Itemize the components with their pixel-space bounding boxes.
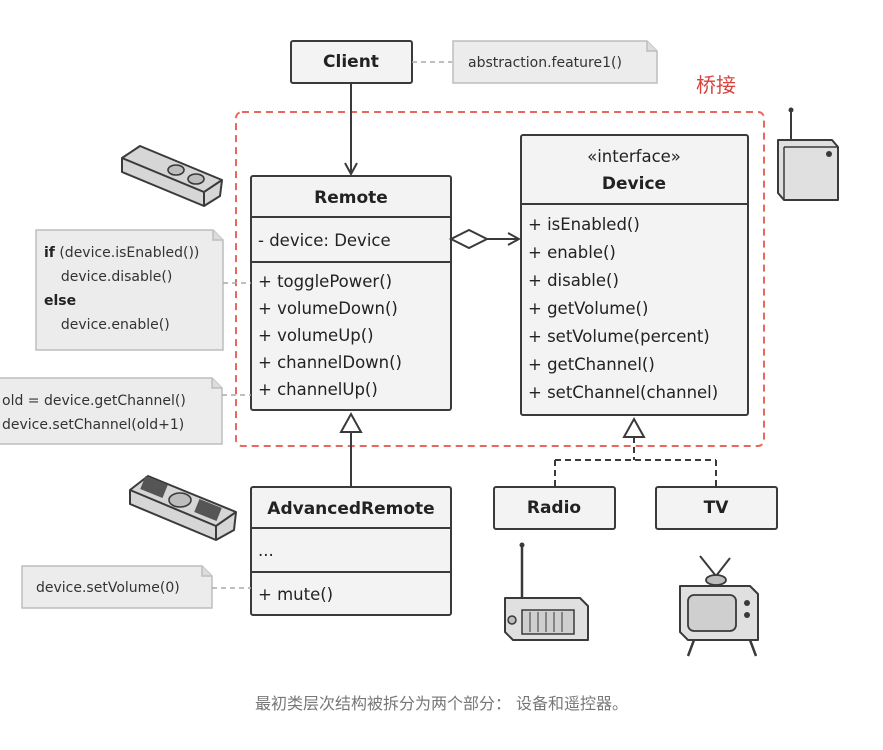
remote-method: + channelDown() [258,353,402,372]
tv-class[interactable]: TV [655,486,778,530]
channel-note-line: device.setChannel(old+1) [2,417,184,433]
radio-illustration [504,542,589,641]
device-method: + setVolume(percent) [528,327,710,346]
device-method: + getChannel() [528,355,655,374]
device-method: + isEnabled() [528,215,640,234]
tv-title: TV [704,498,730,518]
toggle-note-line: if (device.isEnabled()) [44,245,199,261]
simple-remote-illustration [121,145,223,207]
device-implementation [554,416,717,487]
channel-note-line: old = device.getChannel() [2,393,186,409]
client-note: abstraction.feature1() [452,40,658,84]
radio-title: Radio [527,498,581,518]
toggle-note-line: device.enable() [52,317,170,333]
advanced-remote-method: + mute() [258,585,333,604]
device-method: + disable() [528,271,619,290]
mute-note: device.setVolume(0) [21,565,213,609]
mute-note-text: device.setVolume(0) [36,580,180,596]
device-title: Device [602,174,666,194]
advanced-remote-illustration [129,475,237,541]
tv-illustration [679,555,759,657]
device-method: + setChannel(channel) [528,383,718,402]
channel-up-note: old = device.getChannel() device.setChan… [0,377,223,445]
remote-method: + togglePower() [258,272,392,291]
bridge-label: 桥接 [696,73,736,97]
remote-title: Remote [314,188,388,208]
diagram-caption: 最初类层次结构被拆分为两个部分： 设备和遥控器。 [254,694,629,713]
remote-field: - device: Device [258,231,391,250]
radio-class[interactable]: Radio [493,486,616,530]
bridge-region [235,111,765,447]
remote-method: + volumeDown() [258,299,398,318]
client-note-text: abstraction.feature1() [468,55,622,71]
toggle-note-line: device.disable() [52,269,172,285]
client-class[interactable]: Client [290,40,413,84]
device-stereotype: «interface» [587,147,681,166]
device-method: + getVolume() [528,299,648,318]
advanced-remote-field: ... [258,541,274,560]
device-method: + enable() [528,243,616,262]
remote-method: + channelUp() [258,380,378,399]
advanced-remote-title: AdvancedRemote [267,499,434,519]
remote-class[interactable]: Remote - device: Device + togglePower() … [250,175,452,411]
advanced-remote-class[interactable]: AdvancedRemote ... + mute() [250,486,452,616]
aggregation-connector [448,228,519,250]
device-interface[interactable]: «interface» Device + isEnabled() + enabl… [520,134,749,416]
bridge-diagram: 桥接 Client abstraction.feature1() Remote … [0,40,839,657]
toggle-power-note: if (device.isEnabled()) device.disable()… [35,229,224,351]
device-illustration [777,107,839,201]
remote-inheritance [339,411,363,487]
client-title: Client [323,52,379,72]
toggle-note-line: else [44,293,76,309]
remote-method: + volumeUp() [258,326,374,345]
